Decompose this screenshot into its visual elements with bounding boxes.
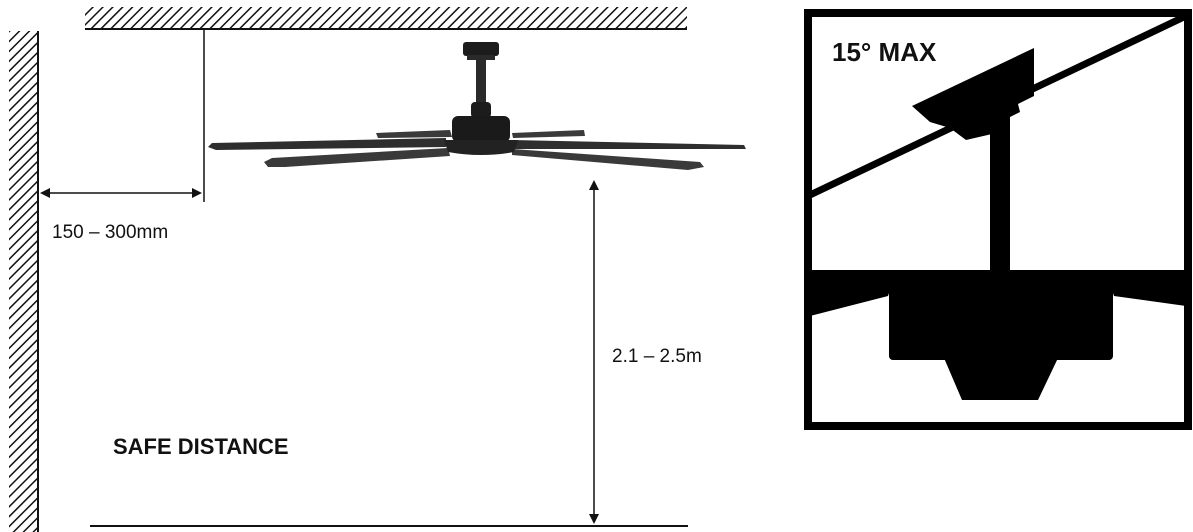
wall-clearance-label: 150 – 300mm: [52, 222, 169, 243]
wall-clearance-arrow: [40, 188, 202, 198]
inset-motor-cap: [944, 358, 1058, 400]
ceiling-fan: [208, 42, 746, 170]
inset-motor-body: [889, 288, 1113, 360]
mount-height-arrow: [589, 180, 599, 524]
ceiling: [85, 7, 687, 30]
inset-blade-band: [810, 270, 1186, 316]
slope-inset: [804, 9, 1192, 430]
max-angle-label: 15° MAX: [832, 37, 937, 67]
mount-height-label: 2.1 – 2.5m: [612, 346, 702, 367]
wall: [9, 31, 39, 532]
inset-downrod: [990, 112, 1010, 272]
safe-distance-label: SAFE DISTANCE: [113, 434, 289, 459]
